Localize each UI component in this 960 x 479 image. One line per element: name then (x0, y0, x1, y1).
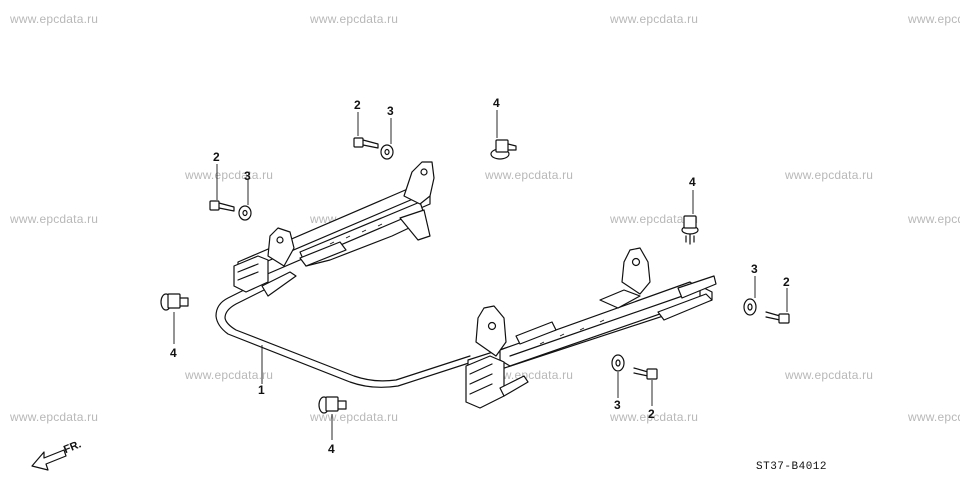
flange-bolt-top (490, 139, 517, 160)
callout-flange-bolt: 4 (328, 442, 335, 456)
callout-rail-frame: 1 (258, 383, 265, 397)
bolt-right (765, 311, 790, 324)
callout-leaders (173, 110, 788, 440)
bolt-bottom-right (633, 367, 658, 380)
watermark: www.epcdata.ru (310, 12, 399, 26)
watermark: www.epcdata.ru (785, 368, 874, 382)
watermark: www.epcdata.ru (908, 410, 960, 424)
callout-flange-bolt: 4 (170, 346, 177, 360)
watermark: www.epcdata.ru (485, 368, 574, 382)
callout-bolt: 2 (648, 407, 655, 421)
callout-bolt: 2 (213, 150, 220, 164)
watermark: www.epcdata.ru (485, 168, 574, 182)
flange-bolt-bottom (318, 396, 347, 414)
watermark: www.epcdata.ru (610, 212, 699, 226)
bolt-mid-left (209, 200, 235, 212)
watermark: www.epcdata.ru (10, 12, 99, 26)
callout-washer: 3 (387, 104, 394, 118)
callout-washer: 3 (614, 398, 621, 412)
watermark: www.epcdata.ru (610, 12, 699, 26)
watermark: www.epcdata.ru (10, 212, 99, 226)
watermark: www.epcdata.ru (185, 168, 274, 182)
watermark: www.epcdata.ru (908, 212, 960, 226)
watermark: www.epcdata.ru (185, 368, 274, 382)
washer-mid-left (238, 205, 252, 221)
callout-flange-bolt: 4 (493, 96, 500, 110)
washer-right (743, 298, 757, 316)
left-seat-rail (233, 161, 435, 297)
bolt-top-left (353, 137, 379, 149)
callout-washer: 3 (751, 262, 758, 276)
watermark: www.epcdata.ru (10, 410, 99, 424)
callout-bolt: 2 (783, 275, 790, 289)
watermark: www.epcdata.ru (785, 168, 874, 182)
washer-top-left (380, 144, 394, 160)
flange-bolt-left (160, 293, 189, 311)
flange-bolt-right (681, 215, 699, 245)
callout-bolt: 2 (354, 98, 361, 112)
washer-bottom-right (611, 354, 625, 372)
callout-washer: 3 (244, 169, 251, 183)
rail-frame-crossbar (215, 277, 473, 388)
callout-flange-bolt: 4 (689, 175, 696, 189)
diagram-code: ST37-B4012 (756, 461, 828, 473)
front-direction-arrow-icon (31, 449, 67, 471)
right-seat-rail (465, 247, 717, 409)
watermark: www.epcdata.ru (908, 12, 960, 26)
watermark: www.epcdata.ru (610, 410, 699, 424)
